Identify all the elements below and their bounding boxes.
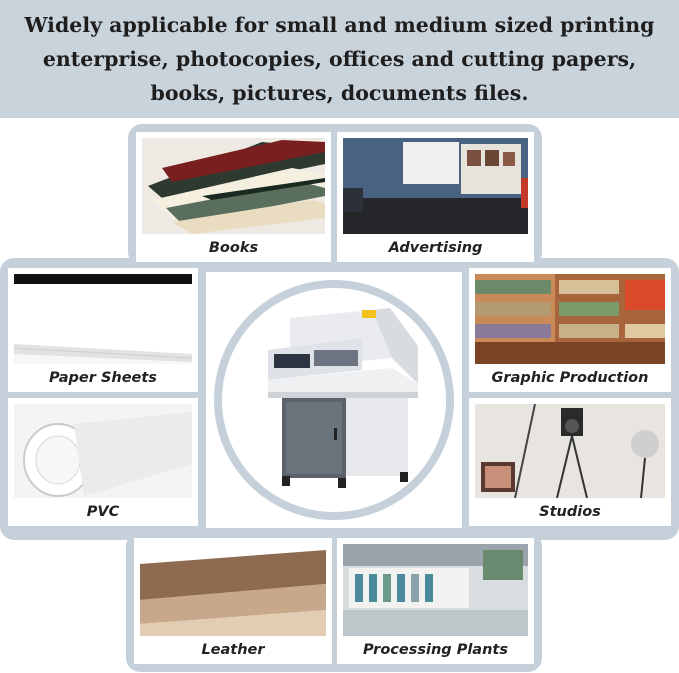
leather-label: Leather <box>201 642 265 658</box>
advertising-image <box>343 138 528 234</box>
studios-label: Studios <box>539 504 601 520</box>
graphic-production-image <box>475 274 665 364</box>
processing-plants-image <box>343 544 528 636</box>
pvc-label: PVC <box>86 504 120 520</box>
card-graphic-production: Graphic Production <box>469 268 671 392</box>
card-advertising: Advertising <box>337 132 534 262</box>
card-books: Books <box>136 132 331 262</box>
paper-cutter-machine-image <box>268 308 418 488</box>
product-circle <box>222 288 446 512</box>
graphic-production-label: Graphic Production <box>491 370 649 386</box>
processing-plants-label: Processing Plants <box>363 642 508 658</box>
header-text: Widely applicable for small and medium s… <box>24 13 655 105</box>
pvc-image <box>14 404 192 498</box>
card-processing-plants: Processing Plants <box>337 538 534 664</box>
advertising-label: Advertising <box>388 240 483 256</box>
studios-image <box>475 404 665 498</box>
books-image <box>142 138 325 234</box>
card-studios: Studios <box>469 398 671 526</box>
card-pvc: PVC <box>8 398 198 526</box>
books-label: Books <box>208 240 259 256</box>
paper-sheets-image <box>14 274 192 364</box>
leather-image <box>140 544 326 636</box>
card-leather: Leather <box>134 538 332 664</box>
paper-sheets-label: Paper Sheets <box>49 370 157 386</box>
header-banner: Widely applicable for small and medium s… <box>0 0 679 118</box>
card-paper-sheets: Paper Sheets <box>8 268 198 392</box>
